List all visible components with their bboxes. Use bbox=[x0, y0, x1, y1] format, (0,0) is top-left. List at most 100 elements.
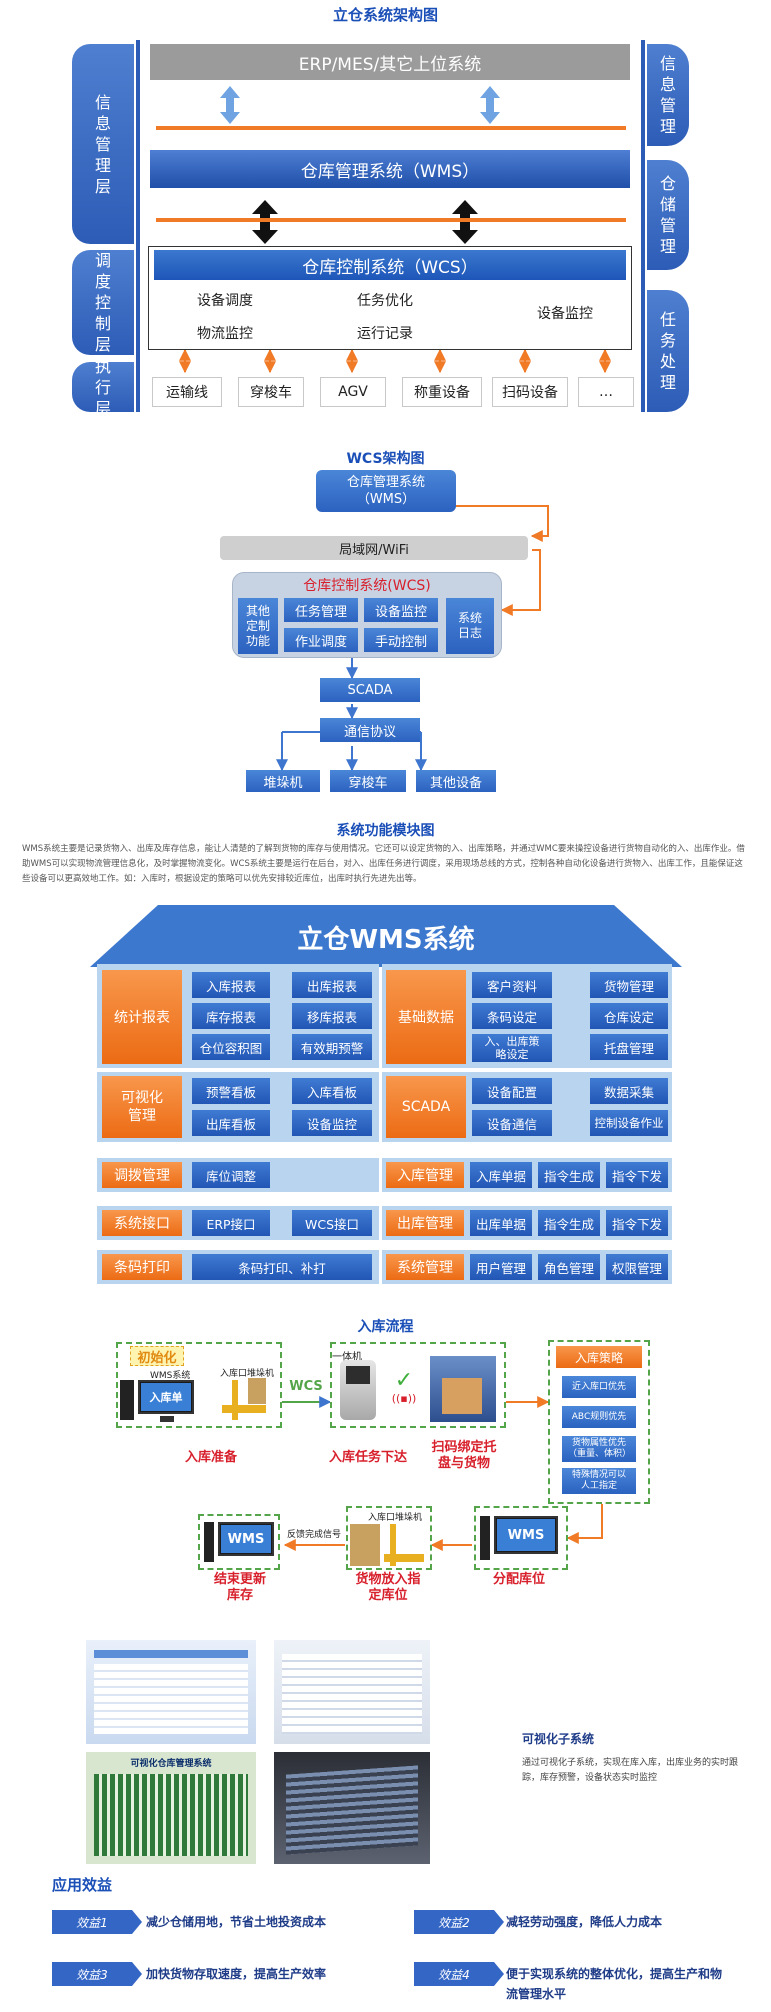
mod-strategy-setting: 入、出库策略设定 bbox=[472, 1034, 552, 1062]
effect-tag-shape-1 bbox=[52, 1910, 142, 1934]
visual-screenshot-3: 可视化仓库管理系统 bbox=[86, 1752, 256, 1864]
mod-sys-interface: 系统接口 bbox=[102, 1210, 182, 1236]
exec-scanning: 扫码设备 bbox=[492, 377, 568, 407]
layer-info-mgmt: 信息管理层 bbox=[72, 44, 134, 244]
effect-tag-3: 效益3 bbox=[76, 1967, 108, 1982]
mod-inbound-mgmt: 入库管理 bbox=[386, 1162, 464, 1188]
mod-barcode-setting: 条码设定 bbox=[472, 1003, 552, 1029]
orange-bus-2 bbox=[156, 218, 626, 222]
network-bar: 局域网/WiFi bbox=[220, 536, 528, 560]
pallet-stack-icon bbox=[350, 1524, 380, 1566]
mod-warning-board: 预警看板 bbox=[192, 1078, 270, 1104]
mod-transfer-mgmt: 调拨管理 bbox=[102, 1162, 182, 1188]
effect-tag-shape-2 bbox=[414, 1910, 504, 1934]
visual-screenshot-1 bbox=[86, 1640, 256, 1744]
mod-goods-mgmt: 货物管理 bbox=[590, 972, 668, 998]
effect-text-4: 便于实现系统的整体优化，提高生产和物流管理水平 bbox=[506, 1967, 723, 2001]
visual-screenshot-2 bbox=[274, 1640, 430, 1744]
visual-screenshot-4 bbox=[274, 1752, 430, 1864]
mod-customer-info: 客户资料 bbox=[472, 972, 552, 998]
mod-expiry-warning: 有效期预警 bbox=[292, 1034, 372, 1060]
effect-tag-4: 效益4 bbox=[438, 1967, 470, 1982]
wcs-cell-logistics-monitor: 物流监控 bbox=[180, 320, 270, 346]
wcs-other-func: 其他定制功能 bbox=[238, 598, 278, 654]
device-stacker: 堆垛机 bbox=[246, 770, 320, 792]
mod-outbound-board: 出库看板 bbox=[192, 1110, 270, 1136]
wcs-arch-wms-box: 仓库管理系统（WMS） bbox=[316, 470, 456, 512]
arch-left-rail bbox=[136, 40, 140, 412]
stacker-icon-2 bbox=[390, 1524, 396, 1566]
right-storage-mgmt: 仓储管理 bbox=[647, 160, 689, 270]
mod-volume-chart: 仓位容积图 bbox=[192, 1034, 270, 1060]
wms-bar: 仓库管理系统（WMS） bbox=[150, 150, 630, 188]
wcs-connectors bbox=[276, 505, 549, 772]
mod-location-adjust: 库位调整 bbox=[192, 1162, 270, 1188]
flow-step-prepare: 入库准备 bbox=[184, 1450, 237, 1465]
flow-title: 入库流程 bbox=[357, 1319, 414, 1335]
screenshot-1-table bbox=[94, 1664, 248, 1734]
flow-wms-system-label: WMS系统 bbox=[150, 1371, 191, 1381]
mod-device-monitor: 设备监控 bbox=[292, 1110, 372, 1136]
mod-device-operation: 控制设备作业 bbox=[590, 1110, 668, 1136]
wcs-container-title: 仓库控制系统(WCS) bbox=[303, 578, 431, 594]
mod-role-mgmt: 角色管理 bbox=[538, 1254, 600, 1280]
flow-step-place: 货物放入指定库位 bbox=[355, 1572, 421, 1603]
flow-kiosk-label: 一体机 bbox=[332, 1352, 362, 1363]
mod-stock-report: 库存报表 bbox=[192, 1003, 270, 1029]
effect-text-3: 加快货物存取速度，提高生产效率 bbox=[146, 1967, 327, 1981]
effect-tag-2: 效益2 bbox=[438, 1915, 470, 1930]
mod-inbound-doc: 入库单据 bbox=[470, 1162, 532, 1188]
flow-stacker-label-2: 入库口堆垛机 bbox=[368, 1513, 423, 1523]
strategy-manual: 特殊情况可以人工指定 bbox=[562, 1468, 636, 1494]
strategy-abc-rule: ABC规则优先 bbox=[562, 1406, 636, 1428]
flow-step-task-issued: 入库任务下达 bbox=[328, 1450, 407, 1465]
wcs-system-log: 系统日志 bbox=[446, 598, 494, 654]
monitor-stand-icon bbox=[160, 1416, 174, 1422]
mod-outbound-cmd-send: 指令下发 bbox=[606, 1210, 668, 1236]
stacker-fork-icon bbox=[222, 1405, 266, 1413]
architecture-title: 立仓系统架构图 bbox=[332, 6, 438, 24]
mod-stat-reports: 统计报表 bbox=[102, 970, 182, 1064]
exec-more: … bbox=[578, 377, 634, 407]
mod-inbound-cmd-send: 指令下发 bbox=[606, 1162, 668, 1188]
wcs-cell-run-log: 运行记录 bbox=[340, 320, 430, 346]
right-task-processing: 任务处理 bbox=[647, 290, 689, 412]
mod-outbound-cmd-gen: 指令生成 bbox=[538, 1210, 600, 1236]
pc-tower-icon bbox=[120, 1380, 134, 1420]
mod-erp-interface: ERP接口 bbox=[192, 1210, 270, 1236]
effect-text-2: 减轻劳动强度，降低人力成本 bbox=[506, 1915, 663, 1929]
alloc-wms-screen: WMS bbox=[497, 1519, 555, 1551]
device-other: 其他设备 bbox=[416, 770, 496, 792]
flow-init-label: 初始化 bbox=[130, 1346, 184, 1366]
stacker-icon bbox=[232, 1380, 238, 1420]
arch-right-rail bbox=[641, 40, 645, 412]
strategy-goods-attr: 货物属性优先（重量、体积） bbox=[562, 1436, 636, 1462]
flow-feedback-label: 反馈完成信号 bbox=[286, 1529, 341, 1540]
flow-step-end: 结束更新库存 bbox=[213, 1572, 266, 1603]
strategy-title: 入库策略 bbox=[556, 1346, 642, 1368]
mod-barcode-reprint: 条码打印、补打 bbox=[192, 1254, 372, 1280]
arch-connectors bbox=[179, 86, 611, 374]
modules-title: 系统功能模块图 bbox=[336, 823, 435, 839]
wcs-job-schedule: 作业调度 bbox=[284, 628, 358, 652]
device-shuttle: 穿梭车 bbox=[330, 770, 406, 792]
screenshot-2-table bbox=[282, 1654, 422, 1734]
wcs-bar: 仓库控制系统（WCS） bbox=[154, 250, 626, 280]
mod-scada: SCADA bbox=[386, 1076, 466, 1138]
mod-device-comm: 设备通信 bbox=[472, 1110, 552, 1136]
screenshot-3-grid bbox=[94, 1774, 248, 1856]
upper-systems-bar: ERP/MES/其它上位系统 bbox=[150, 44, 630, 80]
protocol-box: 通信协议 bbox=[320, 718, 420, 742]
mod-permission-mgmt: 权限管理 bbox=[606, 1254, 668, 1280]
layer-execution: 执行层 bbox=[72, 357, 134, 418]
layer-dispatch-control: 调度控制层 bbox=[72, 250, 134, 355]
mod-pallet-mgmt: 托盘管理 bbox=[590, 1034, 668, 1060]
effect-text-1: 减少仓储用地，节省土地投资成本 bbox=[146, 1915, 327, 1929]
exec-shuttle: 穿梭车 bbox=[238, 377, 304, 407]
mod-user-mgmt: 用户管理 bbox=[470, 1254, 532, 1280]
mod-barcode-print: 条码打印 bbox=[102, 1254, 182, 1280]
mod-device-config: 设备配置 bbox=[472, 1078, 552, 1104]
signal-icon: ((▪)) bbox=[391, 1391, 417, 1405]
mod-sys-mgmt: 系统管理 bbox=[386, 1254, 464, 1280]
exec-agv: AGV bbox=[320, 377, 386, 407]
